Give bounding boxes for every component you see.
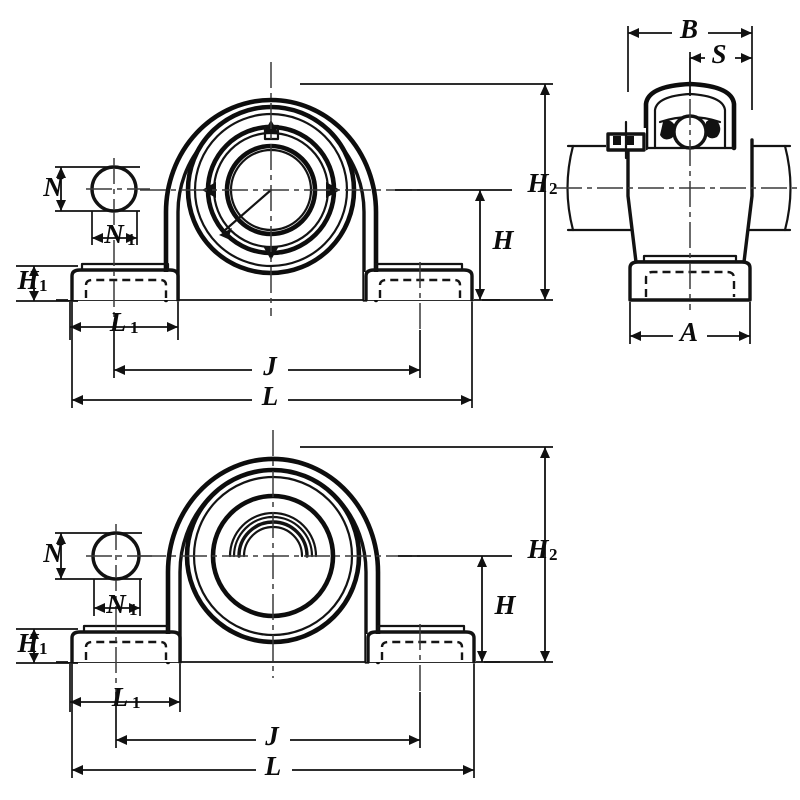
dim-label-H1-top: H [16, 265, 39, 295]
dimension-L-top: L [71, 302, 473, 416]
dimension-S-side: S [689, 39, 752, 96]
dim-label-N-bottom: N [42, 538, 64, 568]
dim-label-N1-sub-top: 1 [127, 230, 136, 249]
dimension-N1-bottom: N 1 [93, 579, 141, 619]
dim-label-S-side: S [711, 39, 726, 69]
dimension-N-bottom: N [42, 532, 142, 580]
dimension-H1-top: H 1 [16, 265, 78, 302]
dim-label-L-top: L [261, 381, 279, 411]
dim-label-H-top: H [491, 225, 514, 255]
dim-label-N1-sub-bottom: 1 [129, 600, 138, 619]
mounting-foot-left-bottom-view [68, 624, 182, 664]
dimension-L1-bottom: L 1 [69, 664, 181, 712]
dim-label-L1-top: L [109, 307, 127, 337]
dimension-H2-top: H 2 [300, 83, 558, 301]
dim-label-B-side: B [679, 14, 698, 44]
bottom-front-view: N N 1 H 1 [16, 430, 558, 786]
mounting-foot-left-top-view [68, 262, 180, 302]
dim-label-H1-sub-top: 1 [39, 276, 48, 295]
dim-label-J-bottom: J [264, 721, 280, 751]
dim-label-H1-sub-bottom: 1 [39, 639, 48, 658]
dim-label-H2-bottom: H [526, 534, 549, 564]
mounting-foot-right-bottom-view [366, 624, 476, 664]
dim-label-H2-sub-top: 2 [549, 179, 558, 198]
dim-label-L1-sub-bottom: 1 [132, 693, 141, 712]
side-view: B S A [556, 14, 800, 351]
dim-label-H2-sub-bottom: 2 [549, 545, 558, 564]
dimension-H-top: H [395, 189, 519, 300]
dimension-N1-top: N 1 [91, 211, 138, 249]
dimension-H2-bottom: H 2 [300, 446, 558, 663]
center-lines-top-view [86, 62, 421, 330]
center-lines-side-view [556, 58, 800, 310]
dim-label-N1-bottom: N [105, 589, 127, 619]
dimension-H-bottom: H [398, 555, 521, 662]
dimension-L-bottom: L [71, 664, 475, 786]
dimension-L1-top: L 1 [69, 302, 179, 340]
dim-label-A-side: A [678, 317, 698, 347]
dim-label-L1-sub-top: 1 [130, 318, 139, 337]
dim-label-N-top: N [42, 172, 64, 202]
dimension-J-top: J [113, 330, 421, 386]
dim-label-H1-bottom: H [16, 628, 39, 658]
dim-label-N1-top: N [103, 219, 125, 249]
dim-label-L1-bottom: L [111, 682, 129, 712]
dim-label-H-bottom: H [493, 590, 516, 620]
dimension-N-top: N [42, 166, 140, 212]
dimension-J-bottom: J [115, 692, 421, 756]
dim-label-J-top: J [262, 351, 278, 381]
dimension-H1-bottom: H 1 [16, 628, 78, 664]
set-screw-lug-side-view [606, 120, 646, 160]
dimension-B-side: B [627, 14, 753, 110]
mounting-foot-right-top-view [364, 262, 474, 302]
dim-label-L-bottom: L [264, 751, 282, 781]
top-front-view: N N 1 H 1 [16, 62, 558, 416]
dim-label-H2-top: H [526, 168, 549, 198]
dimension-A-side: A [629, 302, 751, 351]
